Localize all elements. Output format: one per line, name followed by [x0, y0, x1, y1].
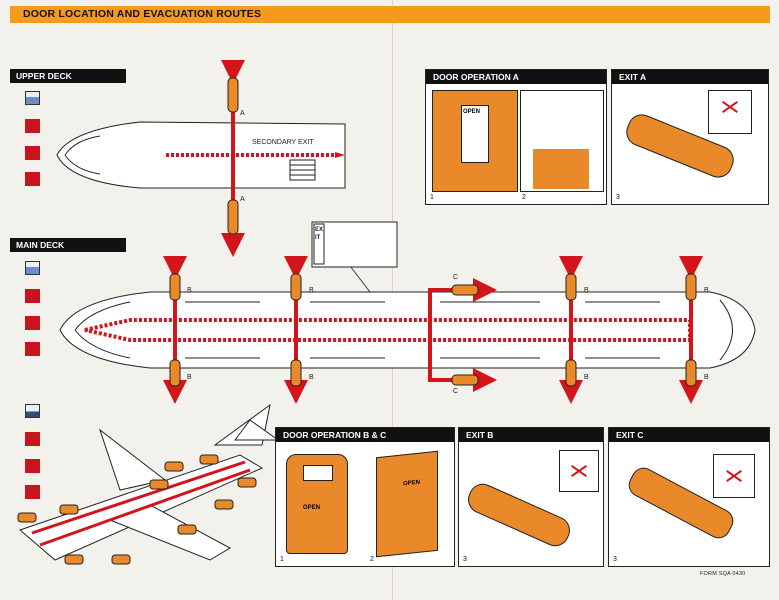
step-number: 3: [463, 556, 467, 563]
no-smoking-icon: [25, 432, 40, 446]
exit-a-panel: EXIT A 3: [611, 69, 769, 205]
step-number: 2: [522, 194, 526, 201]
door-b-label: B: [704, 374, 709, 381]
main-deck-fuselage: [59, 291, 756, 369]
title-bar: DOOR LOCATION AND EVACUATION ROUTES: [10, 6, 770, 23]
door-open-illustration: [520, 90, 604, 192]
door-c-label: C: [453, 274, 459, 281]
ditching-icon: [25, 404, 40, 418]
door-operation-bc-panel: DOOR OPERATION B & C OPEN OPEN 1 2: [275, 427, 455, 567]
page-title: DOOR LOCATION AND EVACUATION ROUTES: [23, 8, 262, 20]
no-high-heels-icon: [25, 172, 40, 186]
door-b-label: B: [187, 374, 192, 381]
no-smoking-icon: [25, 289, 40, 303]
no-high-heels-icon: [25, 485, 40, 499]
door-b-label: B: [584, 287, 589, 294]
escape-slide: [463, 479, 575, 551]
upper-deck-label: UPPER DECK: [10, 69, 126, 83]
no-jump-inset: [559, 450, 599, 492]
door-b-label: B: [704, 287, 709, 294]
door-illustration: OPEN: [432, 90, 518, 192]
door-open-illustration: OPEN: [376, 450, 438, 558]
door-a-label: A: [240, 196, 245, 203]
no-high-heels-icon: [25, 342, 40, 356]
step-number: 2: [370, 556, 374, 563]
liferafts: [17, 454, 257, 565]
step-number: 1: [280, 556, 284, 563]
water-landing-icon: [25, 261, 40, 275]
no-jump-inset: [708, 90, 752, 134]
step-number: 3: [616, 194, 620, 201]
open-label: OPEN: [303, 505, 321, 511]
open-label: OPEN: [403, 479, 421, 488]
open-label: OPEN: [463, 109, 481, 115]
door-b-label: B: [309, 374, 314, 381]
panel-title: DOOR OPERATION B & C: [276, 428, 454, 442]
no-baggage-icon: [25, 316, 40, 330]
exit-b-panel: EXIT B 3: [458, 427, 604, 567]
door-a-label: A: [240, 110, 245, 117]
door-operation-a-panel: DOOR OPERATION A OPEN 1 2: [425, 69, 607, 205]
main-deck-label: MAIN DECK: [10, 238, 126, 252]
door-b-label: B: [187, 287, 192, 294]
no-baggage-icon: [25, 146, 40, 160]
no-jump-inset: [713, 454, 755, 498]
door-b-label: B: [309, 287, 314, 294]
step-number: 3: [613, 556, 617, 563]
step-number: 1: [430, 194, 434, 201]
panel-title: DOOR OPERATION A: [426, 70, 606, 84]
exit-c-panel: EXIT C 3: [608, 427, 770, 567]
panel-title: EXIT A: [612, 70, 768, 84]
aircraft-perspective: [19, 403, 280, 561]
exit-sign: EXIT: [315, 227, 324, 241]
door-c-label: C: [453, 388, 459, 395]
form-number: FORM SQA 0430: [700, 571, 746, 577]
water-landing-icon: [25, 91, 40, 105]
door-illustration: OPEN: [286, 454, 348, 554]
door-b-label: B: [584, 374, 589, 381]
no-smoking-icon: [25, 119, 40, 133]
panel-title: EXIT B: [459, 428, 603, 442]
no-baggage-icon: [25, 459, 40, 473]
secondary-exit-label: SECONDARY EXIT: [252, 139, 314, 146]
panel-title: EXIT C: [609, 428, 769, 442]
